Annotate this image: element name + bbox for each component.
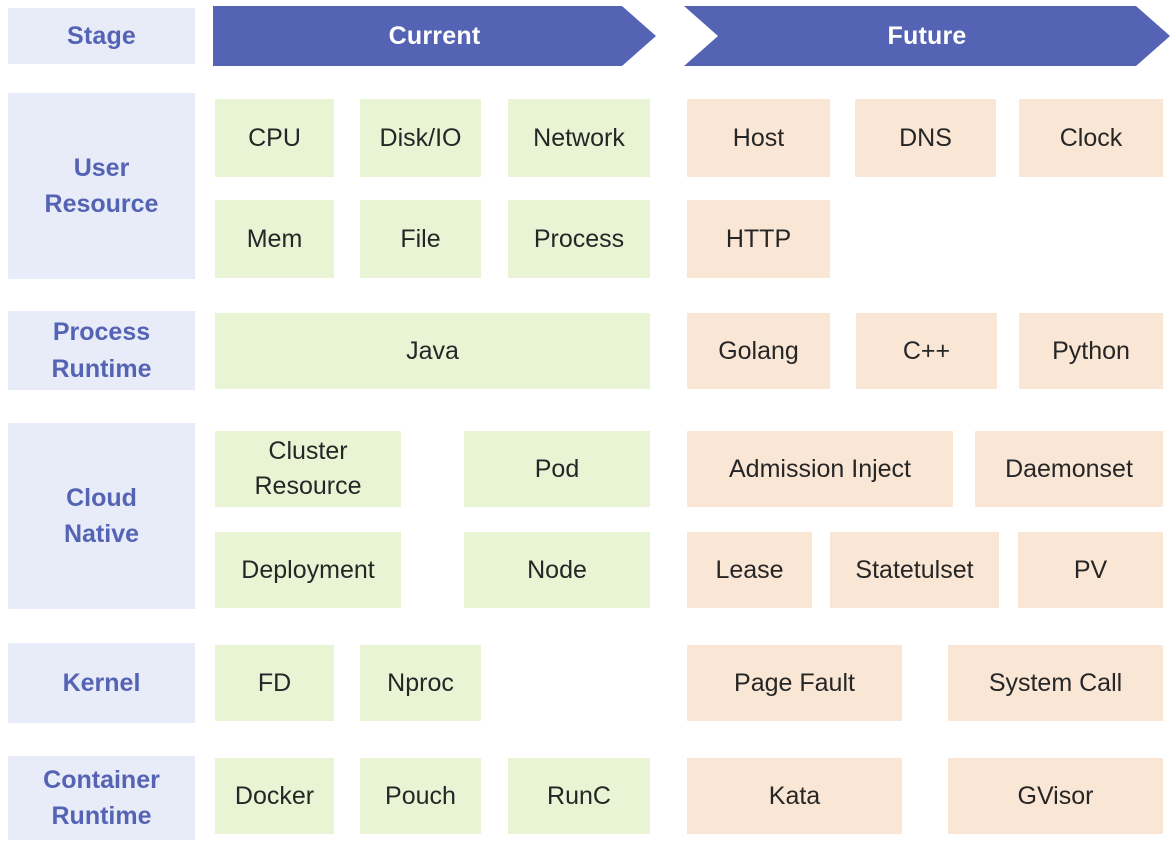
item-python[interactable]: Python: [1019, 313, 1163, 389]
item-statetulset[interactable]: Statetulset: [830, 532, 999, 608]
stage-label-line: Runtime: [51, 354, 152, 383]
item-pv[interactable]: PV: [1018, 532, 1163, 608]
item-system-call[interactable]: System Call: [948, 645, 1163, 721]
stage-label-user-resource: User Resource: [8, 93, 195, 279]
stage-label-kernel: Kernel: [8, 643, 195, 723]
stage-label-process-runtime: Process Runtime: [8, 311, 195, 390]
item-java[interactable]: Java: [215, 313, 650, 389]
item-page-fault[interactable]: Page Fault: [687, 645, 902, 721]
stage-label-line: Native: [63, 520, 140, 548]
stage-label-line: Cloud: [66, 483, 137, 512]
item-label-line: Cluster: [268, 437, 348, 465]
item-kata[interactable]: Kata: [687, 758, 902, 834]
future-phase-header: Future: [684, 6, 1170, 66]
item-runc[interactable]: RunC: [508, 758, 650, 834]
stage-label-line: Runtime: [51, 802, 152, 830]
item-clock[interactable]: Clock: [1019, 99, 1163, 177]
stage-label-line: Kernel: [62, 668, 141, 697]
item-fd[interactable]: FD: [215, 645, 334, 721]
item-process[interactable]: Process: [508, 200, 650, 278]
stage-label-line: User: [73, 153, 130, 182]
stage-label-container-runtime: Container Runtime: [8, 756, 195, 840]
item-daemonset[interactable]: Daemonset: [975, 431, 1163, 507]
item-file[interactable]: File: [360, 200, 481, 278]
item-nproc[interactable]: Nproc: [360, 645, 481, 721]
item-http[interactable]: HTTP: [687, 200, 830, 278]
item-admission-inject[interactable]: Admission Inject: [687, 431, 953, 507]
item-pod[interactable]: Pod: [464, 431, 650, 507]
item-node[interactable]: Node: [464, 532, 650, 608]
item-deployment[interactable]: Deployment: [215, 532, 401, 608]
stage-label-line: Resource: [44, 190, 159, 218]
stage-label-line: Process: [52, 318, 151, 347]
item-gvisor[interactable]: GVisor: [948, 758, 1163, 834]
item-label-line: Resource: [254, 472, 362, 500]
item-dns[interactable]: DNS: [855, 99, 996, 177]
item-cpp[interactable]: C++: [856, 313, 997, 389]
item-host[interactable]: Host: [687, 99, 830, 177]
item-cluster-resource[interactable]: Cluster Resource: [215, 431, 401, 507]
item-network[interactable]: Network: [508, 99, 650, 177]
stage-label-cloud-native: Cloud Native: [8, 423, 195, 609]
item-docker[interactable]: Docker: [215, 758, 334, 834]
item-mem[interactable]: Mem: [215, 200, 334, 278]
item-lease[interactable]: Lease: [687, 532, 812, 608]
stage-column-header: Stage: [8, 8, 195, 64]
stage-label-line: Container: [43, 765, 160, 794]
item-pouch[interactable]: Pouch: [360, 758, 481, 834]
item-disk-io[interactable]: Disk/IO: [360, 99, 481, 177]
item-cpu[interactable]: CPU: [215, 99, 334, 177]
item-golang[interactable]: Golang: [687, 313, 830, 389]
current-phase-header: Current: [213, 6, 656, 66]
